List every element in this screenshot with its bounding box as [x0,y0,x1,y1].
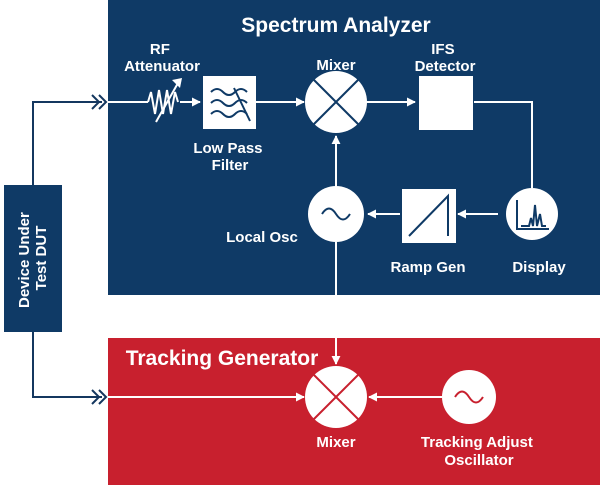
sine-wave-icon [321,207,351,221]
tg-mixer-label: Mixer [316,434,355,451]
ramp-icon [408,193,449,237]
local-osc-label: Local Osc [226,229,298,246]
rf-attenuator-label: RF Attenuator [124,41,200,75]
spectrum-analyzer-title: Spectrum Analyzer [241,14,430,37]
rf-attenuator-icon [147,78,182,123]
low-pass-filter-icon [210,87,251,122]
display-icon [516,200,549,230]
mixer-x-icon [313,79,359,125]
ifs-detector-block [419,76,473,130]
dut-label: Device Under Test DUT [16,208,50,308]
low-pass-filter-label: Low Pass Filter [193,140,266,174]
dut-label-line1: Device Under [16,212,33,308]
tg-mixer-x-icon [313,374,359,420]
dut-label-line2: Test DUT [33,226,50,291]
ifs-detector-label: IFS Detector [415,41,476,75]
mixer-label: Mixer [316,57,355,74]
display-label: Display [512,259,566,276]
dut-connections [32,94,108,405]
signal-lines [108,97,533,402]
dut-box [4,185,62,332]
tracking-generator-title: Tracking Generator [126,347,319,370]
tracking-osc-label: Tracking Adjust Oscillator [421,434,537,469]
tracking-sine-icon [454,390,484,404]
spectrum-analyzer-panel [108,0,600,295]
display-circle [506,188,558,240]
ramp-gen-label: Ramp Gen [390,259,465,276]
